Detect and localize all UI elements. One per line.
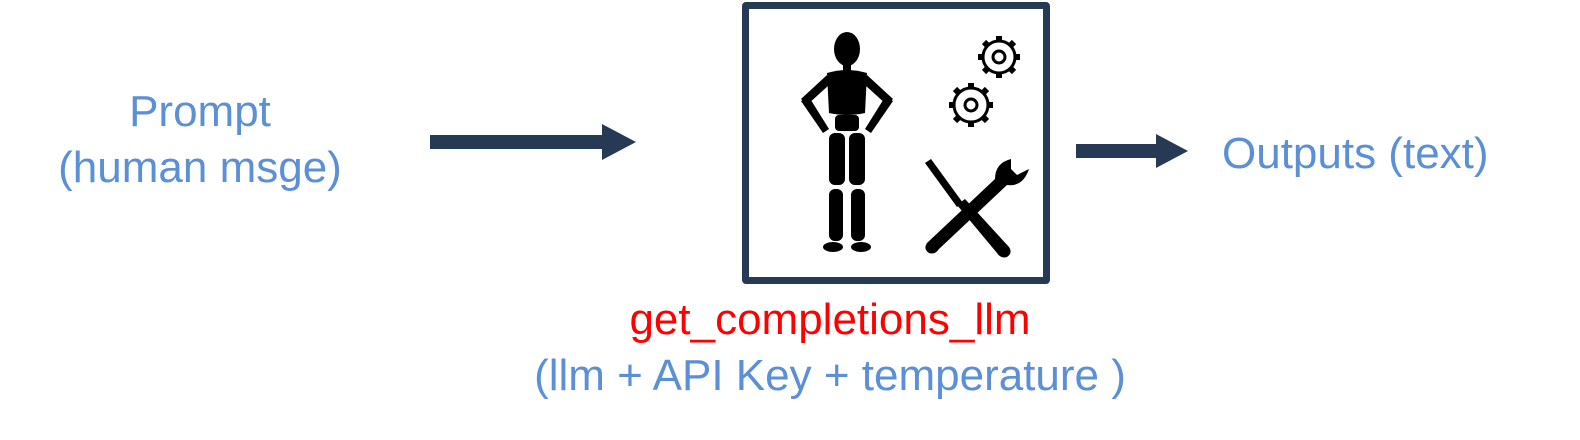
function-args: (llm + API Key + temperature )	[534, 351, 1126, 400]
function-label: get_completions_llm (llm + API Key + tem…	[430, 292, 1230, 404]
prompt-label: Prompt (human msge)	[30, 84, 370, 196]
mannequin-figure-icon	[801, 32, 893, 252]
function-name: get_completions_llm	[629, 295, 1031, 344]
output-arrow	[1076, 134, 1188, 168]
gears-icon	[949, 36, 1020, 127]
outputs-label: Outputs (text)	[1222, 129, 1489, 178]
prompt-subtitle: (human msge)	[58, 143, 342, 192]
screwdriver-wrench-icon	[925, 159, 1029, 258]
prompt-title: Prompt	[129, 87, 271, 136]
llm-box	[742, 2, 1050, 284]
input-arrow	[430, 124, 636, 160]
